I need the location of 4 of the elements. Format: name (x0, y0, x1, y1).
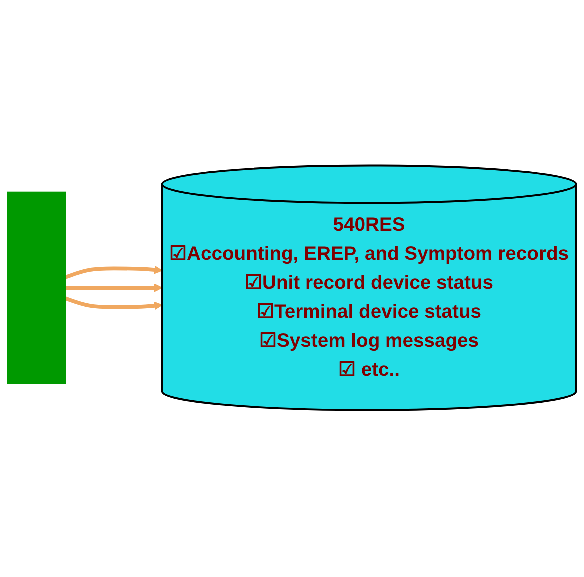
arrow (66, 284, 163, 293)
arrow (65, 266, 163, 280)
arrow (65, 297, 163, 311)
node-bar (7, 192, 66, 385)
